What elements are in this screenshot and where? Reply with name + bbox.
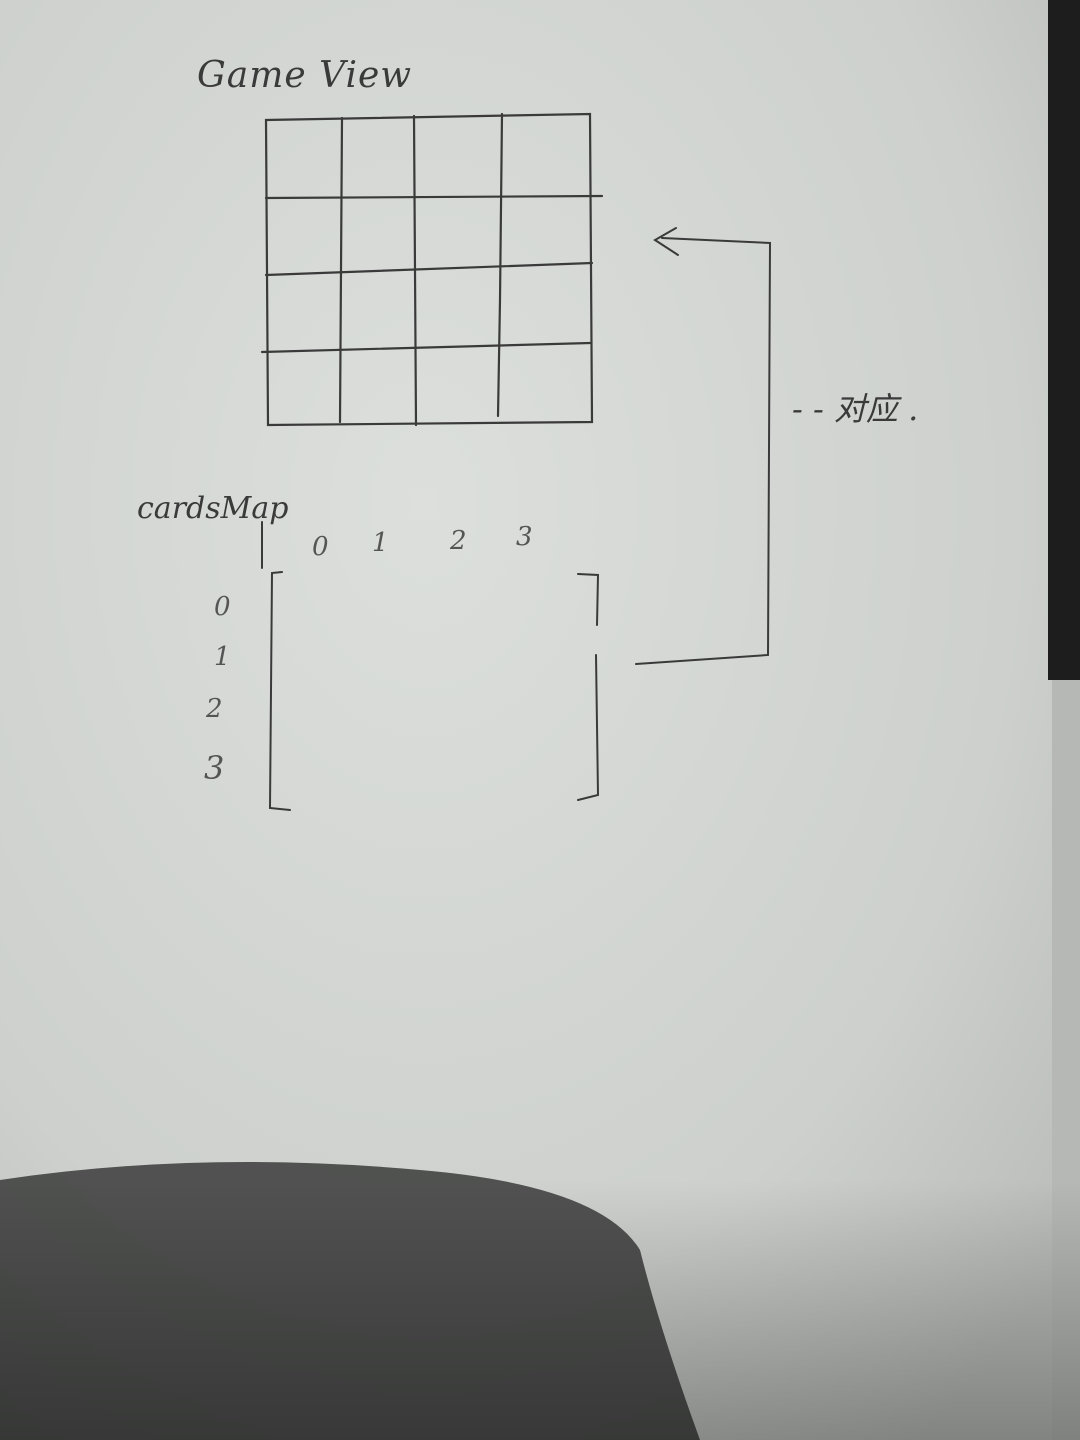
row-index: 2 — [206, 694, 223, 724]
row-index: 3 — [204, 749, 225, 787]
column-index: 3 — [516, 522, 533, 552]
row-index: 1 — [214, 642, 231, 672]
cards-map-matrix — [261, 521, 600, 811]
row-index: 0 — [214, 592, 231, 622]
game-view-grid — [260, 112, 604, 427]
game-view-title: Game View — [197, 55, 413, 96]
correspondence-label: - - 对应 . — [792, 390, 919, 428]
column-index: 0 — [312, 532, 329, 562]
cards-map-title: cardsMap — [137, 491, 289, 526]
column-index: 2 — [450, 526, 467, 556]
correspondence-arrow — [635, 227, 772, 665]
column-index: 1 — [372, 528, 389, 558]
